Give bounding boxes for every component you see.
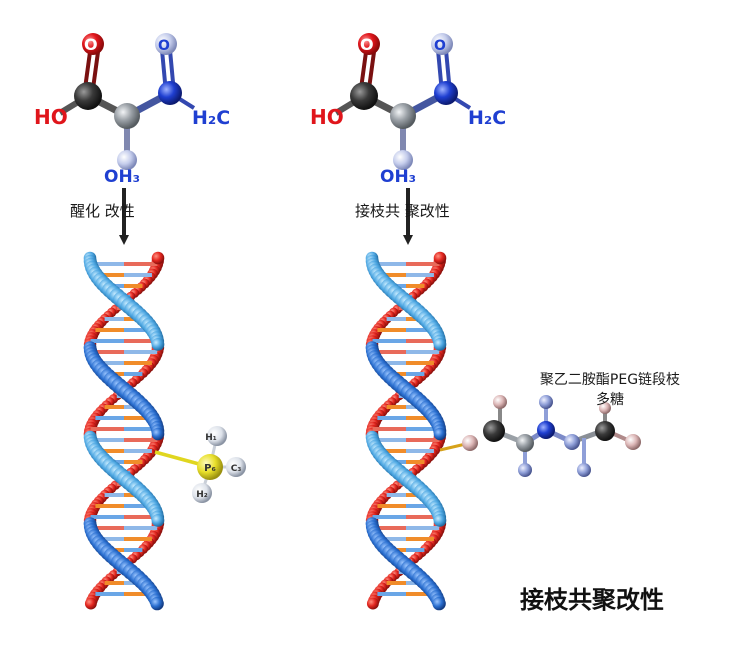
nitrogen-atom bbox=[434, 81, 458, 105]
backbone-bead bbox=[151, 514, 165, 527]
dna-helix-right bbox=[365, 251, 447, 611]
molecule-left bbox=[58, 33, 196, 170]
carbon-atom bbox=[74, 82, 102, 110]
oxygen-atom bbox=[358, 33, 380, 55]
step-label-left: 醒化 改性 bbox=[70, 202, 135, 220]
hydrogen-atom bbox=[117, 150, 137, 170]
group-atom-label: H₂ bbox=[196, 490, 208, 500]
methyl-label: OH₃ bbox=[104, 167, 140, 187]
oxygen-label: O bbox=[158, 38, 170, 54]
oxygen-atom bbox=[462, 435, 478, 451]
oxygen-atom bbox=[599, 402, 611, 414]
backbone-bead bbox=[150, 596, 164, 611]
backbone-bead bbox=[432, 596, 446, 611]
step-label-right: 接枝共 聚改性 bbox=[355, 202, 450, 220]
oxygen-atom bbox=[493, 395, 507, 409]
backbone-bead bbox=[433, 251, 447, 265]
figure-caption: 接枝共聚改性 bbox=[520, 586, 664, 614]
hydrogen-atom bbox=[192, 483, 212, 503]
methylene-label: H₂C bbox=[468, 107, 506, 129]
group-atom-label: C₃ bbox=[231, 464, 242, 474]
hydrogen-atom bbox=[518, 463, 532, 477]
oxygen-atom bbox=[82, 33, 104, 55]
methyl-label: OH₃ bbox=[380, 167, 416, 187]
oxygen-label: O bbox=[434, 38, 446, 54]
oxygen-label: O bbox=[360, 35, 374, 54]
carbon-atom bbox=[595, 421, 615, 441]
hydrogen-atom bbox=[155, 33, 177, 55]
carbon-atom bbox=[114, 103, 140, 129]
hydrogen-atom bbox=[207, 426, 227, 446]
carbon-atom bbox=[226, 457, 246, 477]
carbon-atom bbox=[564, 434, 580, 450]
hydrogen-atom bbox=[431, 33, 453, 55]
hydroxyl-label: HO bbox=[310, 105, 344, 129]
backbone-bead bbox=[151, 338, 165, 351]
carbon-atom bbox=[350, 82, 378, 110]
backbone-bead bbox=[433, 338, 447, 351]
nitrogen-atom bbox=[537, 421, 555, 439]
molecule-right bbox=[334, 33, 472, 170]
backbone-bead bbox=[433, 514, 447, 527]
oxygen-atom bbox=[625, 434, 641, 450]
group-atom-label: P₆ bbox=[204, 463, 216, 474]
group-atom-label: H₁ bbox=[205, 433, 217, 443]
side-chain-label: 聚乙二胺酯PEG链段枝 多糖 bbox=[520, 370, 700, 410]
phosphorus-atom bbox=[197, 454, 223, 480]
backbone-bead bbox=[366, 597, 379, 610]
carbon-atom bbox=[483, 420, 505, 442]
dna-helix-left bbox=[83, 251, 165, 611]
carbon-atom bbox=[516, 434, 534, 452]
nitrogen-atom bbox=[158, 81, 182, 105]
backbone-bead bbox=[151, 427, 165, 441]
oxygen-label: O bbox=[84, 35, 98, 54]
backbone-bead bbox=[84, 597, 97, 610]
side-chain-label-line2: 多糖 bbox=[596, 392, 624, 408]
hydroxyl-label: HO bbox=[34, 105, 68, 129]
backbone-bead bbox=[433, 427, 447, 441]
methylene-label: H₂C bbox=[192, 107, 230, 129]
hydrogen-atom bbox=[539, 395, 553, 409]
side-chain-label-line1: 聚乙二胺酯PEG链段枝 bbox=[539, 372, 681, 388]
hydrogen-atom bbox=[393, 150, 413, 170]
backbone-bead bbox=[151, 251, 165, 265]
carbon-atom bbox=[390, 103, 416, 129]
phosphate-group bbox=[154, 426, 246, 503]
hydrogen-atom bbox=[577, 463, 591, 477]
peg-side-chain bbox=[439, 395, 641, 477]
